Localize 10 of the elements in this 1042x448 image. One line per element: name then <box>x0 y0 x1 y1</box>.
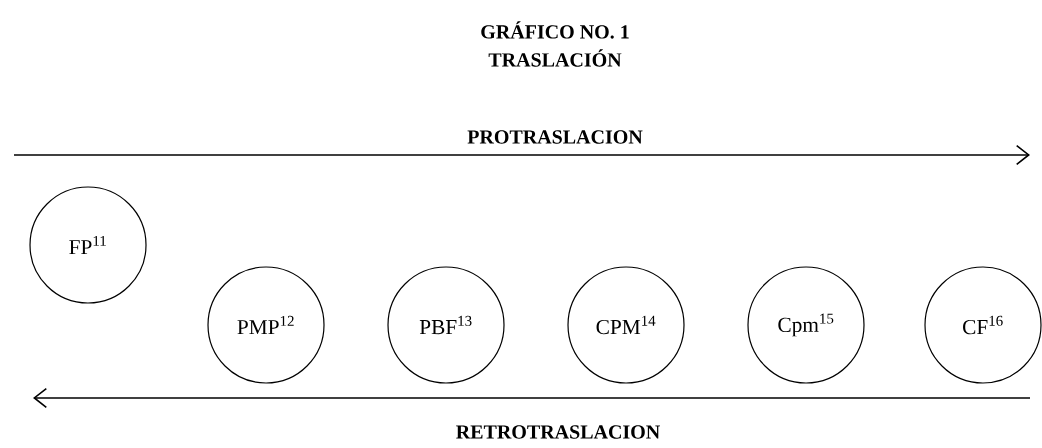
circle-node: PMP$^{12}$ <box>207 266 325 384</box>
circle-node: CPM$^{14}$ <box>567 266 685 384</box>
circle-node: CF$^{16}$ <box>924 266 1042 384</box>
arrow-label: RETROTRASLACION <box>456 425 660 439</box>
circle-node: Cpm$^{15}$ <box>747 266 865 384</box>
title: GRÁFICO NO. 1 <box>481 21 629 39</box>
subtitle: TRASLACIÓN <box>488 49 622 67</box>
circle-node: PBF$^{13}$ <box>387 266 505 384</box>
circle-node: FP$^{11}$ <box>29 186 147 304</box>
arrow-label: PROTRASLACION <box>467 130 643 144</box>
